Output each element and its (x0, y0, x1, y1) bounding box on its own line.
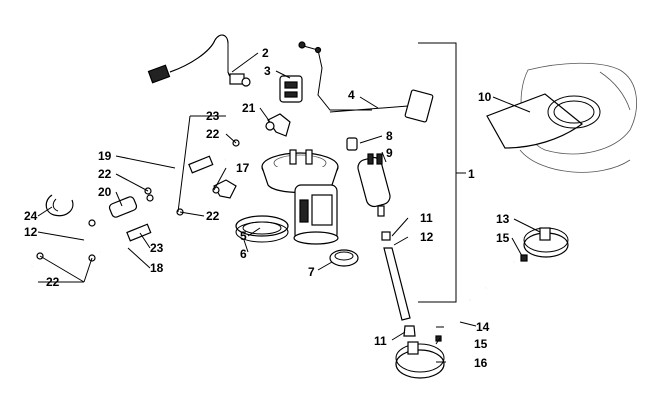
wire-harness (147, 34, 251, 87)
callout-15-lower: 15 (474, 337, 488, 351)
callout-22-top: 22 (206, 127, 220, 141)
callout-3: 3 (264, 64, 271, 78)
callout-19: 19 (98, 149, 112, 163)
fuel-line-19 (144, 139, 240, 195)
callout-14: 14 (476, 320, 490, 334)
inlet-filter (346, 137, 358, 151)
hose-clamp (329, 249, 359, 267)
callout-16: 16 (474, 356, 488, 370)
fuel-line-14 (440, 260, 516, 328)
retaining-clip (45, 194, 74, 217)
sensor-lead (279, 41, 372, 111)
callout-11-lower: 11 (374, 334, 387, 348)
callout-12-left: 12 (24, 225, 38, 239)
callout-21: 21 (242, 101, 256, 115)
callout-15-upper: 15 (496, 231, 510, 245)
fuel-hose (381, 231, 416, 337)
fuel-tank-illustration (486, 62, 637, 173)
callout-11-upper: 11 (420, 211, 433, 225)
callout-17: 17 (236, 161, 250, 175)
tank-seal-ring (235, 215, 289, 243)
elbow-fitting-21 (265, 113, 291, 137)
callout-13: 13 (496, 212, 510, 226)
callout-6: 6 (240, 247, 247, 261)
callout-20: 20 (98, 185, 112, 199)
callout-2: 2 (262, 46, 269, 60)
callout-22-bottom: 22 (46, 275, 60, 289)
fuel-level-sender (329, 89, 434, 123)
callout-5: 5 (240, 229, 247, 243)
assembly-bracket (418, 42, 466, 303)
callout-12-right: 12 (420, 230, 434, 244)
quick-connect-13 (520, 227, 569, 262)
fuel-pump (357, 153, 391, 217)
callout-23-upper: 23 (206, 109, 220, 123)
callout-7: 7 (308, 265, 315, 279)
callout-4: 4 (348, 88, 355, 102)
callout-10: 10 (478, 90, 492, 104)
callout-23-lower: 23 (150, 241, 164, 255)
fuel-line-12 (31, 219, 96, 268)
callout-9: 9 (386, 146, 393, 160)
fuel-pump-housing (261, 149, 339, 245)
callout-8: 8 (386, 129, 393, 143)
callout-22-mid: 22 (98, 167, 112, 181)
inline-fuel-filter (108, 194, 154, 218)
callout-18: 18 (150, 261, 164, 275)
callout-22-right: 22 (206, 209, 220, 223)
leader-lines (37, 52, 541, 363)
callout-24: 24 (24, 209, 38, 223)
elbow-fitting-17 (212, 179, 237, 199)
callout-labels: 1 2 3 4 5 6 7 8 9 10 11 11 12 12 13 14 1… (24, 46, 510, 370)
quick-connect-16 (395, 335, 445, 379)
fuel-line-18 (88, 208, 184, 262)
callout-1: 1 (468, 167, 475, 181)
